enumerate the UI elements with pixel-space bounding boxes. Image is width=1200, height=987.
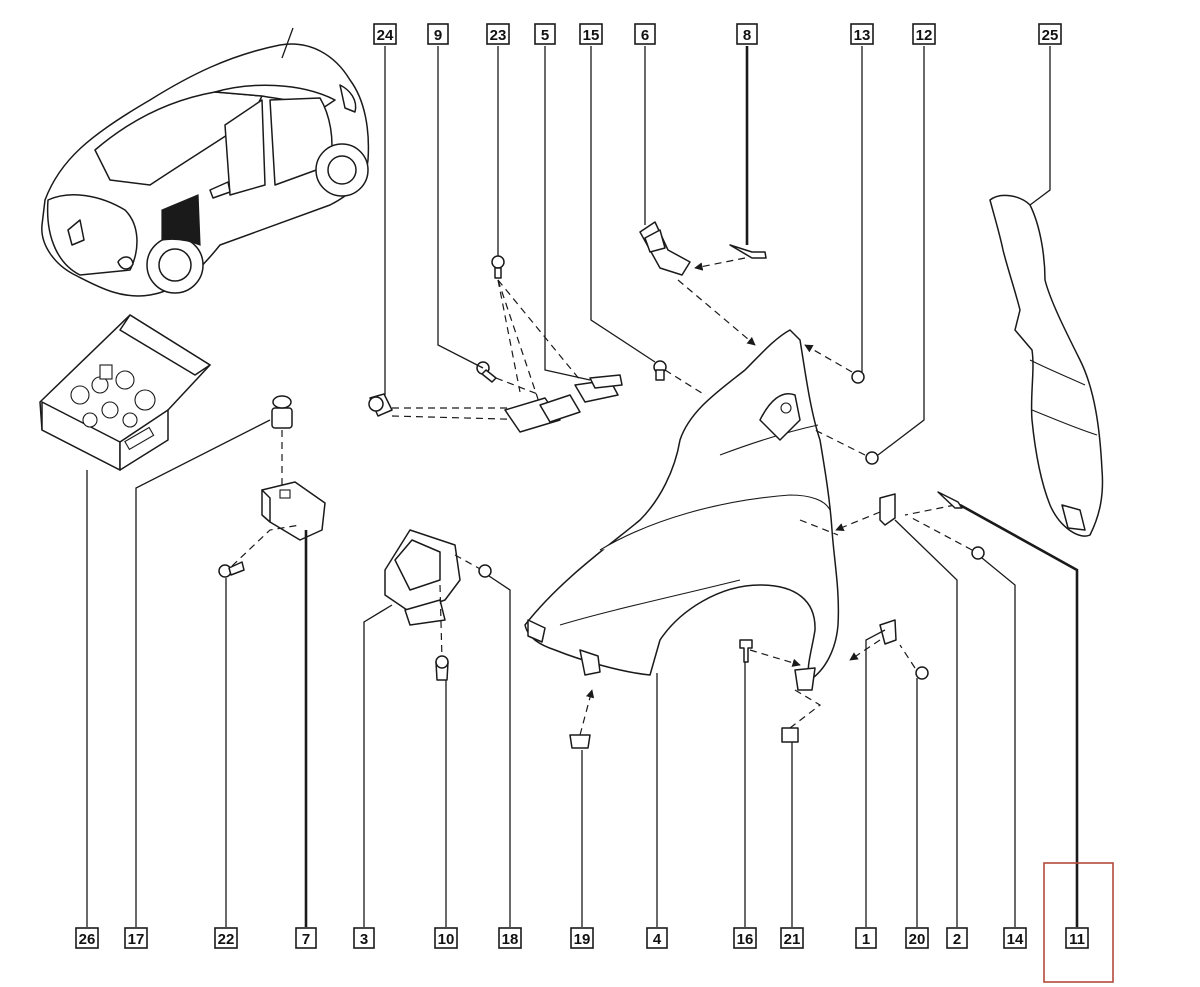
callout-19[interactable]: 19 (570, 927, 594, 949)
front-fender (524, 329, 840, 691)
callout-label: 25 (1042, 27, 1059, 44)
callout-14[interactable]: 14 (1003, 927, 1027, 949)
callout-label: 7 (302, 931, 310, 948)
callout-23[interactable]: 23 (486, 23, 510, 45)
callout-13[interactable]: 13 (850, 23, 874, 45)
callout-label: 23 (490, 27, 507, 44)
wheel-arch-liner (989, 194, 1104, 537)
callout-9[interactable]: 9 (427, 23, 449, 45)
callout-8[interactable]: 8 (736, 23, 758, 45)
callout-3[interactable]: 3 (353, 927, 375, 949)
upper-bracket (639, 221, 767, 346)
callout-label: 19 (574, 931, 591, 948)
callout-label: 15 (583, 27, 600, 44)
clip-cluster (368, 255, 706, 433)
callout-16[interactable]: 16 (733, 927, 757, 949)
callout-label: 18 (502, 931, 519, 948)
callout-18[interactable]: 18 (498, 927, 522, 949)
callout-10[interactable]: 10 (434, 927, 458, 949)
callout-6[interactable]: 6 (634, 23, 656, 45)
callout-label: 3 (360, 931, 368, 948)
callout-11[interactable]: 11 (1065, 927, 1089, 949)
callout-label: 14 (1007, 931, 1024, 948)
callout-26[interactable]: 26 (75, 927, 99, 949)
callout-label: 11 (1069, 931, 1085, 948)
callout-label: 22 (218, 931, 235, 948)
callout-label: 2 (953, 931, 961, 948)
callout-17[interactable]: 17 (124, 927, 148, 949)
callout-label: 8 (743, 27, 751, 44)
inner-bracket-assembly (384, 529, 492, 681)
hardware-kit-box (39, 314, 211, 471)
callout-label: 16 (737, 931, 754, 948)
car-illustration (41, 27, 370, 297)
callout-label: 10 (438, 931, 455, 948)
callout-label: 24 (377, 27, 394, 44)
stud-bracket-assembly (218, 395, 326, 578)
callout-label: 26 (79, 931, 96, 948)
fasteners-13-12 (804, 344, 879, 465)
callout-22[interactable]: 22 (214, 927, 238, 949)
callout-label: 1 (862, 931, 870, 948)
callout-label: 6 (641, 27, 649, 44)
callout-24[interactable]: 24 (373, 23, 397, 45)
callout-20[interactable]: 20 (905, 927, 929, 949)
callout-5[interactable]: 5 (534, 23, 556, 45)
selection-highlight (1043, 862, 1114, 983)
callout-15[interactable]: 15 (579, 23, 603, 45)
lower-fasteners (569, 619, 929, 749)
callout-25[interactable]: 25 (1038, 23, 1062, 45)
callout-7[interactable]: 7 (295, 927, 317, 949)
leader-lines (86, 46, 1079, 927)
callout-1[interactable]: 1 (855, 927, 877, 949)
callout-21[interactable]: 21 (780, 927, 804, 949)
callout-label: 21 (784, 931, 801, 948)
callout-label: 20 (909, 931, 926, 948)
callout-2[interactable]: 2 (946, 927, 968, 949)
callout-label: 13 (854, 27, 871, 44)
callout-4[interactable]: 4 (646, 927, 668, 949)
callout-label: 17 (128, 931, 145, 948)
callout-label: 12 (916, 27, 933, 44)
side-bracket (835, 491, 985, 560)
callout-label: 9 (434, 27, 442, 44)
callout-12[interactable]: 12 (912, 23, 936, 45)
callout-label: 4 (653, 931, 662, 948)
callout-label: 5 (541, 27, 549, 44)
